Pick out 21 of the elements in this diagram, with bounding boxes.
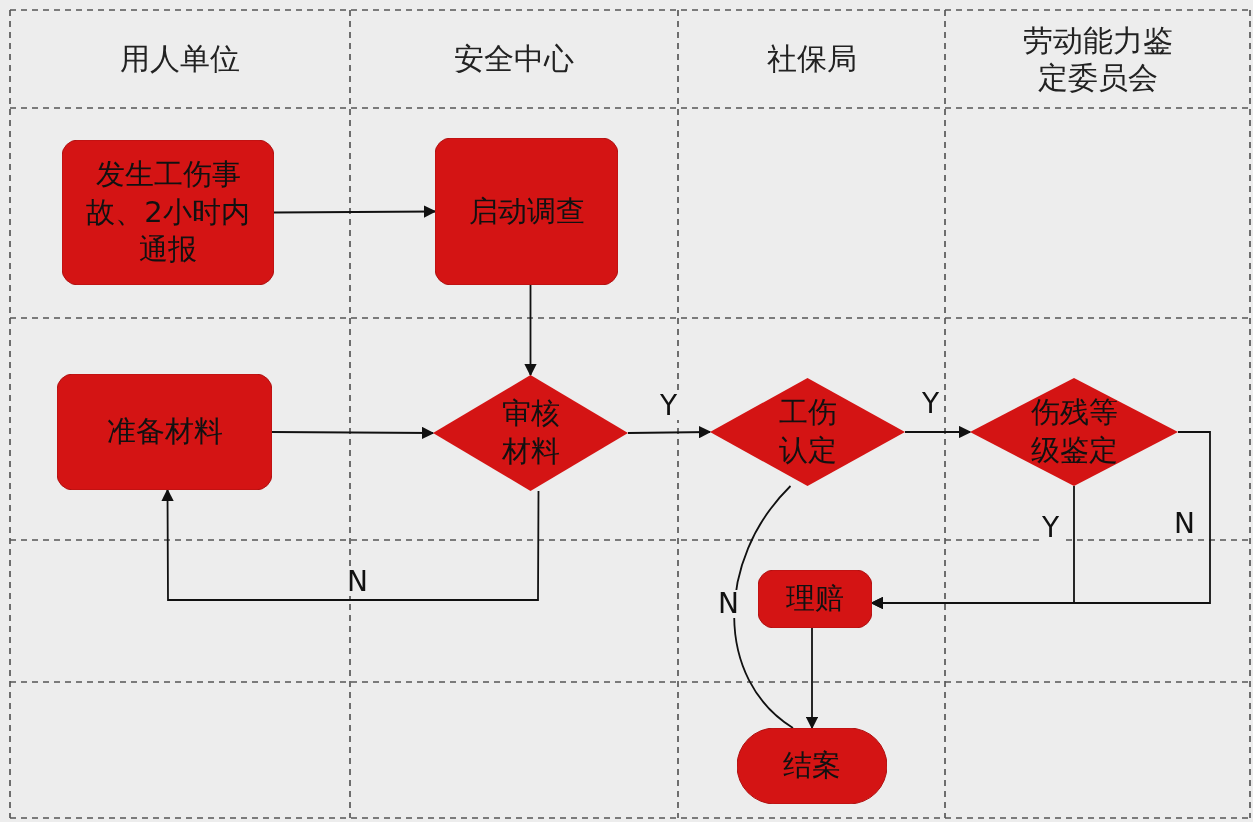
lane-header: 安全中心 xyxy=(454,40,574,78)
decision-diamond: 工伤认定 xyxy=(710,378,905,486)
arrow xyxy=(524,284,537,377)
arrow xyxy=(627,425,712,439)
edge-label: Y xyxy=(1040,514,1062,542)
lane-header: 劳动能力鉴定委员会 xyxy=(1021,21,1174,97)
arrow xyxy=(805,627,819,730)
decision-diamond: 伤残等级鉴定 xyxy=(970,378,1178,486)
lane-header: 用人单位 xyxy=(120,40,240,78)
terminal-box: 结案 xyxy=(737,728,887,804)
arrow xyxy=(273,205,437,218)
process-box: 启动调查 xyxy=(435,138,618,285)
arrow xyxy=(161,488,540,601)
process-box: 理赔 xyxy=(758,570,872,628)
arrow xyxy=(904,425,972,439)
lane-header: 社保局 xyxy=(766,40,857,78)
process-box: 发生工伤事故、2小时内通报 xyxy=(62,140,274,285)
decision-diamond: 审核材料 xyxy=(433,375,628,491)
process-box: 准备材料 xyxy=(57,374,272,490)
arrow xyxy=(271,426,435,440)
edge-label: Y xyxy=(658,392,680,420)
